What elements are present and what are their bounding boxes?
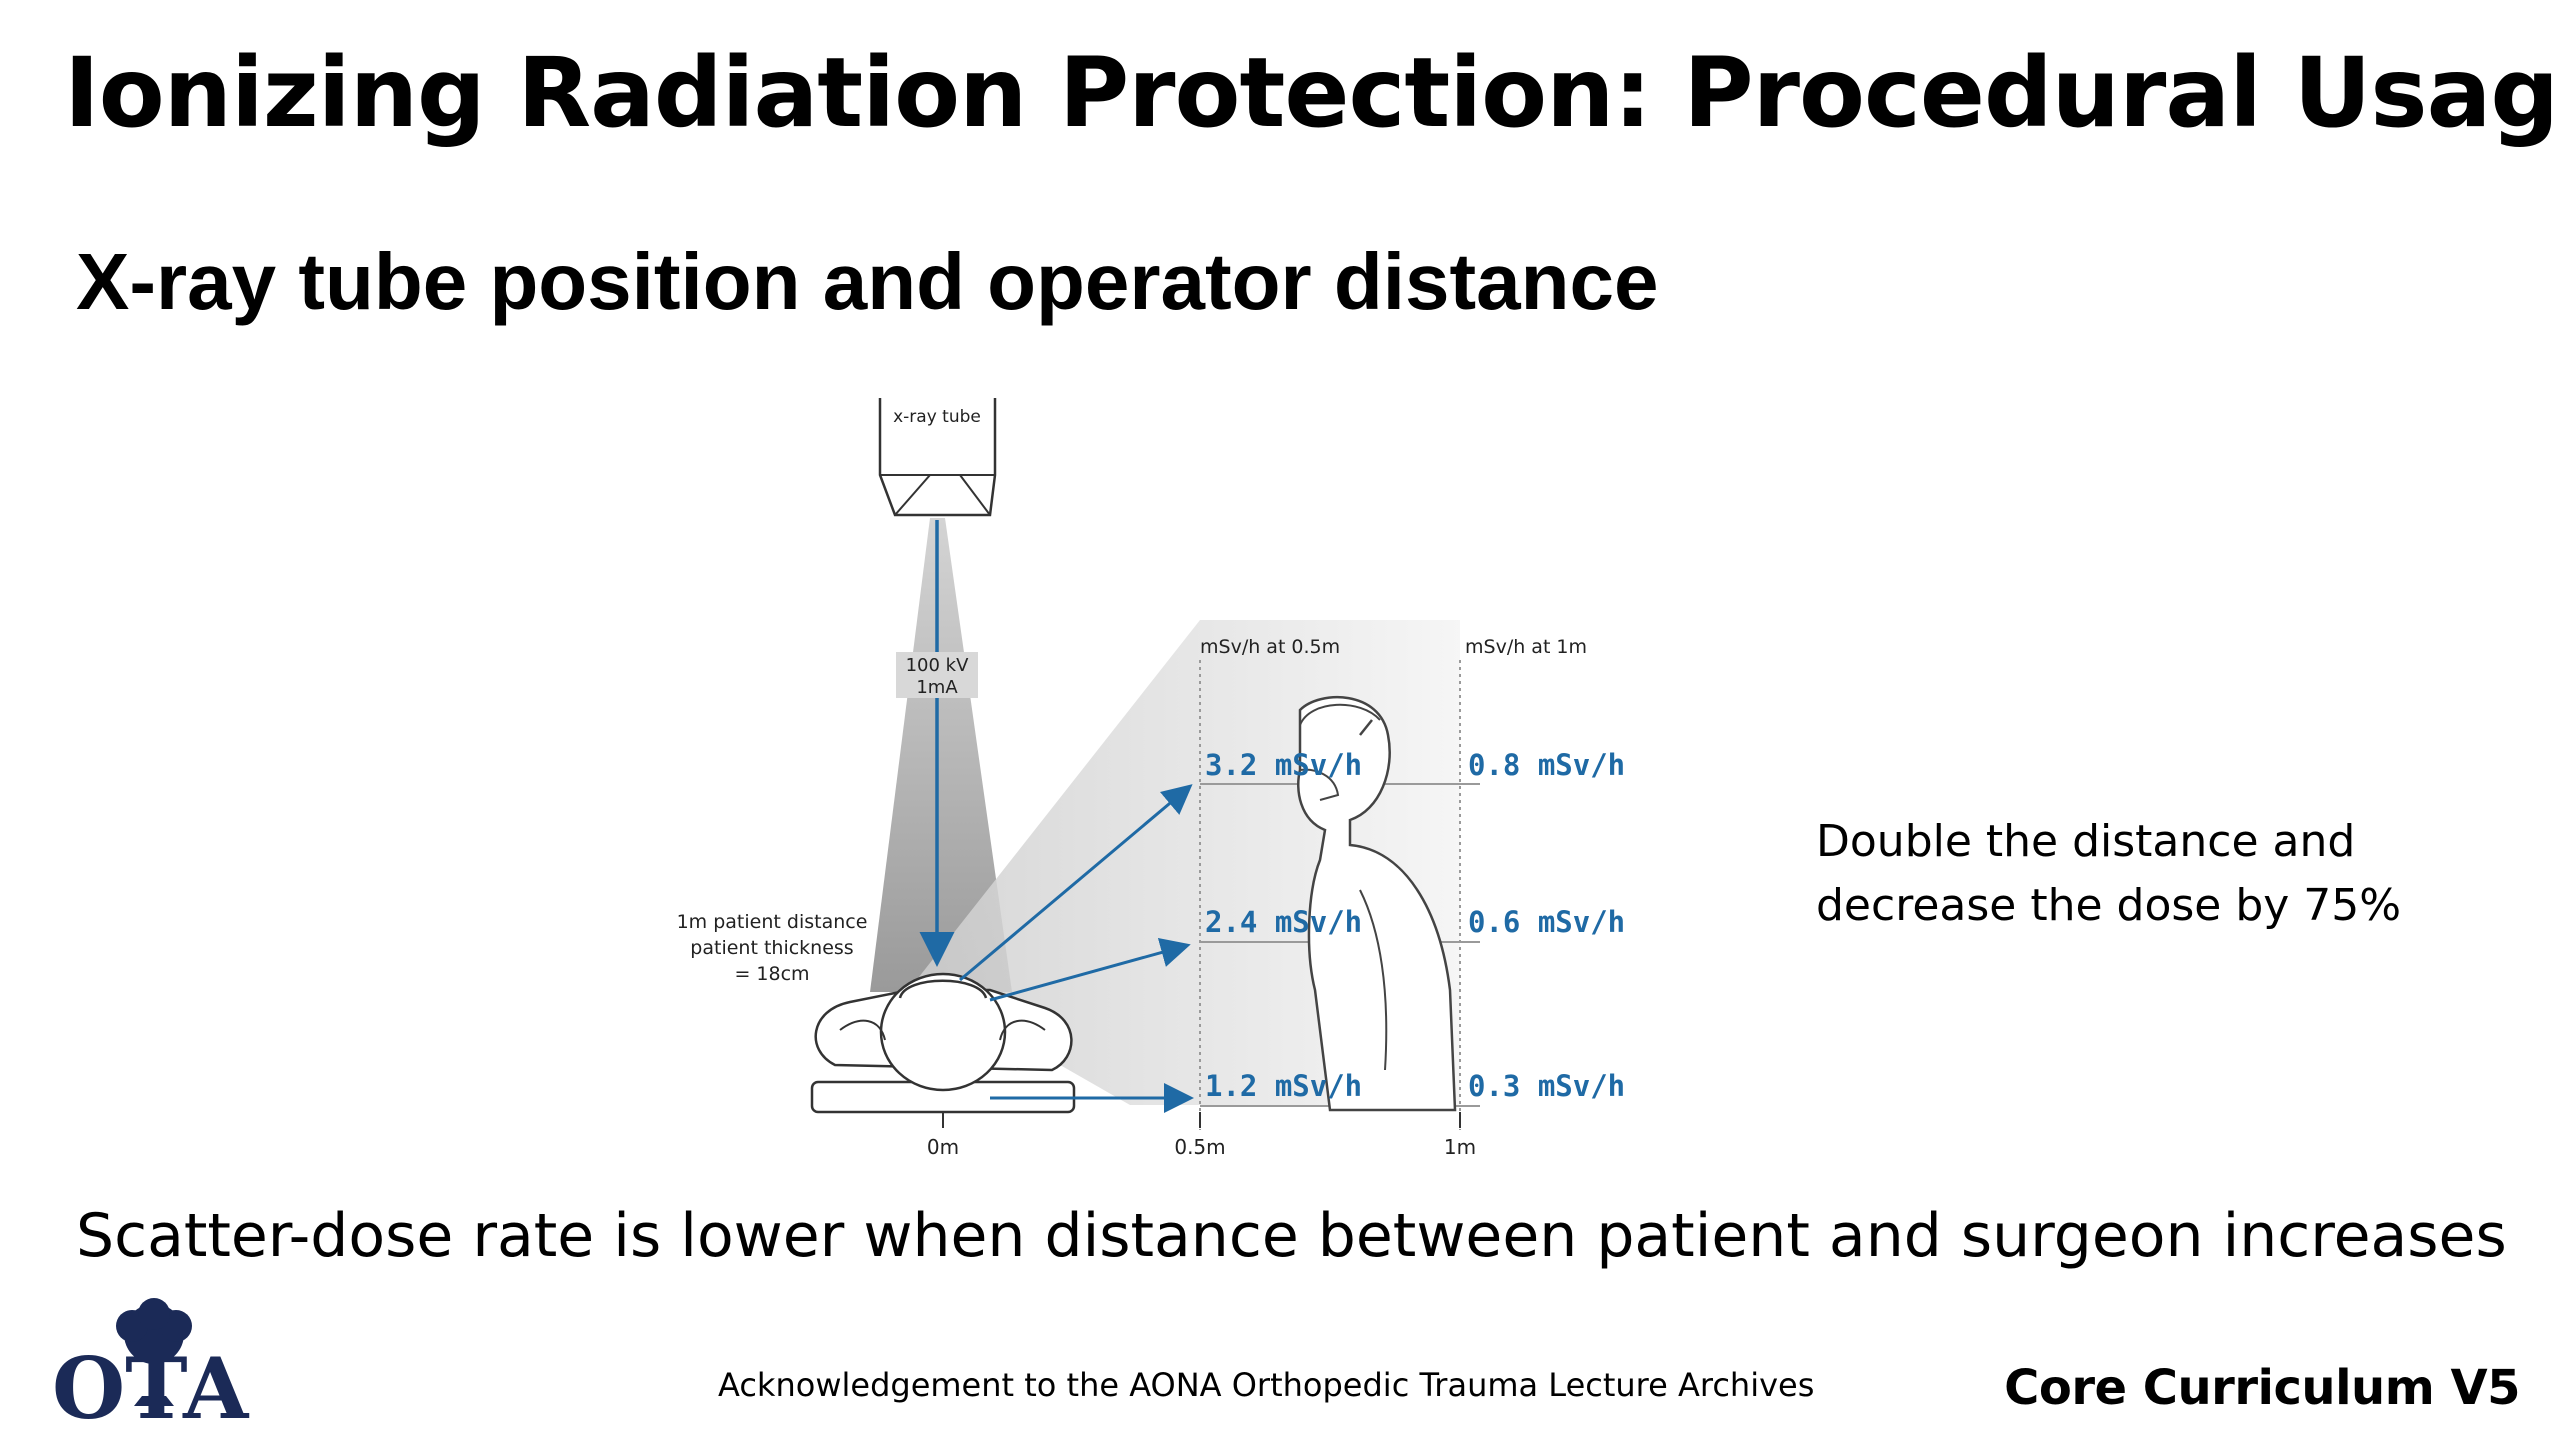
- scatter-arrow-high: [959, 784, 1193, 982]
- dose-05m-mid: 2.4 mSv/h: [1205, 905, 1362, 939]
- ota-logo: OTA: [44, 1296, 254, 1426]
- side-note-line-1: Double the distance and: [1816, 816, 2356, 867]
- xray-tube: x-ray tube: [878, 398, 997, 517]
- operator-figure: [1297, 695, 1457, 1112]
- patient-thickness-label: patient thickness: [690, 937, 853, 959]
- slide-caption: Scatter-dose rate is lower when distance…: [76, 1201, 2507, 1271]
- side-note-line-2: decrease the dose by 75%: [1816, 880, 2402, 931]
- slide-title: Ionizing Radiation Protection: Procedura…: [64, 37, 2560, 149]
- core-curriculum-brand: Core Curriculum V5: [2004, 1360, 2520, 1416]
- xray-beam: [870, 518, 1012, 992]
- header-1m: mSv/h at 1m: [1465, 636, 1587, 658]
- patient-distance-label: 1m patient distance: [677, 911, 868, 933]
- header-05m: mSv/h at 0.5m: [1200, 636, 1340, 658]
- dose-1m-high: 0.8 mSv/h: [1468, 748, 1625, 782]
- ota-logo-graphic: OTA: [52, 1298, 250, 1426]
- dose-1m-low: 0.3 mSv/h: [1468, 1069, 1625, 1103]
- beam-label-bg: [896, 652, 978, 698]
- tube-label: x-ray tube: [893, 407, 981, 427]
- beam-ma-label: 1mA: [916, 677, 958, 698]
- patient-thickness-value: = 18cm: [734, 963, 809, 985]
- logo-wordmark: OTA: [52, 1339, 250, 1426]
- axis-label-05m: 0.5m: [1174, 1135, 1225, 1159]
- scatter-dose-diagram: x-ray tube 100 kV 1mA 1m patient distanc…: [677, 398, 1625, 1159]
- scatter-arrow-mid: [989, 937, 1191, 1002]
- slide-subtitle: X-ray tube position and operator distanc…: [76, 237, 1659, 326]
- dose-05m-high: 3.2 mSv/h: [1205, 748, 1362, 782]
- dose-05m-low: 1.2 mSv/h: [1205, 1069, 1362, 1103]
- axis-label-1m: 1m: [1444, 1135, 1476, 1159]
- patient-figure: [814, 972, 1073, 1092]
- acknowledgement: Acknowledgement to the AONA Orthopedic T…: [718, 1366, 1815, 1404]
- beam-kv-label: 100 kV: [906, 655, 970, 676]
- side-note: Double the distance and decrease the dos…: [1816, 810, 2401, 938]
- scatter-dose-figure: x-ray tube 100 kV 1mA 1m patient distanc…: [660, 390, 1660, 1170]
- dose-1m-mid: 0.6 mSv/h: [1468, 905, 1625, 939]
- axis-label-0m: 0m: [927, 1135, 959, 1159]
